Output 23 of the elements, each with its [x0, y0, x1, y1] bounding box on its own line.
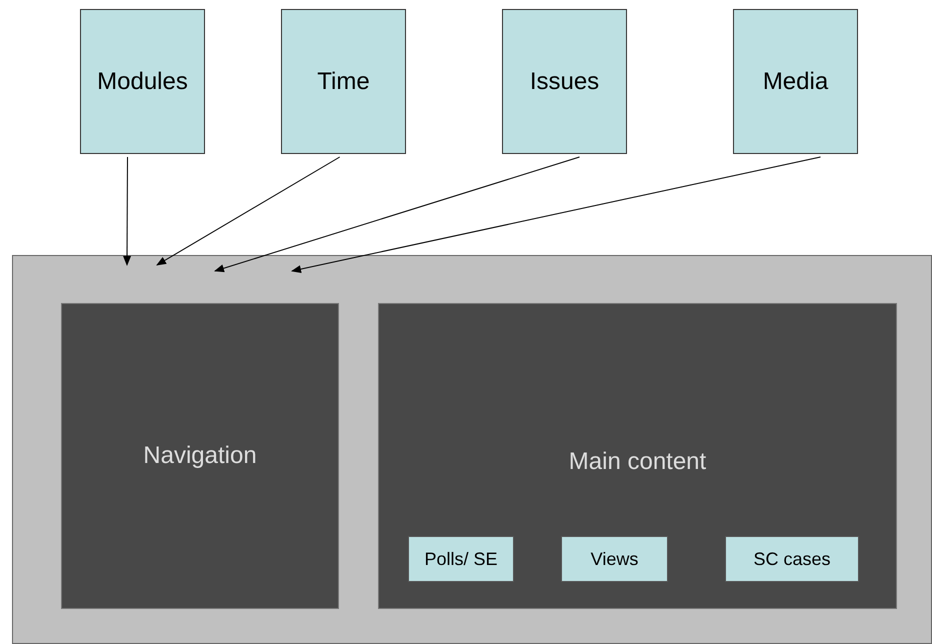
arrow: [156, 156, 340, 266]
arrow: [123, 156, 132, 266]
node-label: Media: [762, 66, 828, 96]
node-label: Polls/ SE: [424, 548, 498, 570]
node-label: Issues: [530, 66, 600, 96]
node-label: Modules: [97, 66, 188, 96]
node-label: Views: [590, 548, 638, 570]
arrow: [214, 156, 580, 272]
content-panel: [61, 303, 339, 609]
item-box: [561, 536, 668, 582]
node-label: SC cases: [753, 548, 831, 570]
node-label: Navigation: [143, 441, 257, 471]
item-box: [725, 536, 859, 582]
topic-box: [80, 9, 205, 154]
page-frame: [12, 255, 932, 644]
content-panel: [378, 303, 897, 609]
node-label: Time: [317, 66, 370, 96]
topic-box: [733, 9, 858, 154]
item-box: [408, 536, 514, 582]
topic-box: [502, 9, 627, 154]
topic-box: [281, 9, 406, 154]
node-label: Main content: [568, 447, 708, 477]
arrow: [291, 156, 821, 273]
